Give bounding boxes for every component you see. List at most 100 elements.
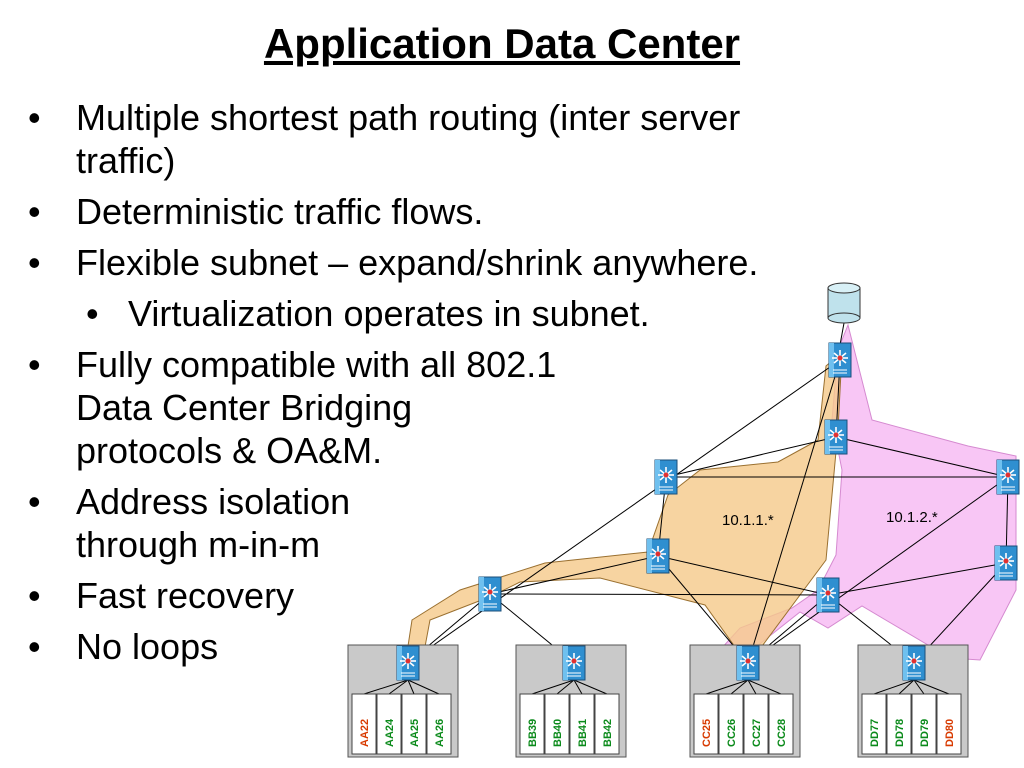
bullet-text: Fully compatible with all 802.1 bbox=[76, 344, 557, 385]
storage-cylinder-icon bbox=[827, 282, 861, 324]
server-label: DD78 bbox=[894, 719, 906, 747]
server-box bbox=[351, 693, 377, 755]
bullet-text: Deterministic traffic flows. bbox=[76, 191, 484, 232]
network-link bbox=[839, 322, 845, 346]
bullet-item: • Deterministic traffic flows. bbox=[28, 190, 928, 233]
server-label: CC28 bbox=[776, 719, 788, 747]
server-link bbox=[747, 679, 782, 695]
server-link bbox=[363, 679, 409, 695]
network-switch-icon bbox=[478, 576, 502, 612]
network-switch-icon bbox=[994, 545, 1018, 581]
server-box bbox=[426, 693, 452, 755]
bullet-text: Virtualization operates in subnet. bbox=[128, 293, 650, 334]
server-label: AA26 bbox=[434, 719, 446, 747]
bullet-marker: • bbox=[28, 344, 41, 385]
subnet-label-10-1-2: 10.1.2.* bbox=[886, 509, 938, 526]
server-label: BB41 bbox=[577, 719, 589, 747]
network-link bbox=[835, 436, 1009, 478]
server-box bbox=[519, 693, 545, 755]
network-switch-icon bbox=[828, 342, 852, 378]
server-box bbox=[544, 693, 570, 755]
server-box bbox=[861, 693, 887, 755]
bullet-marker: • bbox=[28, 97, 41, 138]
network-link bbox=[747, 476, 1009, 664]
bullet-text: protocols & OA&M. bbox=[76, 430, 383, 471]
network-switch-icon bbox=[562, 645, 586, 681]
server-link bbox=[873, 679, 915, 695]
bullet-text: Flexible subnet – expand/shrink anywhere… bbox=[76, 242, 759, 283]
server-label: DD77 bbox=[869, 719, 881, 747]
network-switch-icon bbox=[654, 459, 678, 495]
network-switch-icon bbox=[736, 645, 760, 681]
server-link bbox=[747, 679, 757, 695]
server-label: BB40 bbox=[552, 719, 564, 747]
server-box bbox=[376, 693, 402, 755]
bullet-text: Multiple shortest path routing (inter se… bbox=[76, 97, 741, 138]
network-link bbox=[407, 359, 841, 664]
server-link bbox=[898, 679, 915, 695]
network-link bbox=[489, 555, 659, 595]
bullet-item: • Multiple shortest path routing (inter s… bbox=[28, 96, 928, 182]
server-link bbox=[407, 679, 440, 695]
server-box bbox=[886, 693, 912, 755]
bullet-marker: • bbox=[28, 575, 41, 616]
bullet-text: through m-in-m bbox=[76, 524, 321, 565]
network-switch-icon bbox=[396, 645, 420, 681]
server-link bbox=[407, 679, 415, 695]
server-label: AA22 bbox=[359, 719, 371, 747]
bullet-text: Fast recovery bbox=[76, 575, 295, 616]
network-switch-icon bbox=[996, 459, 1020, 495]
server-link bbox=[388, 679, 409, 695]
bullet-item: •No loops bbox=[28, 625, 928, 668]
bullet-marker: • bbox=[28, 242, 41, 283]
server-link bbox=[556, 679, 575, 695]
bullet-text: traffic) bbox=[76, 140, 176, 181]
rack: BB39 BB40 BB41 BB42 bbox=[515, 644, 627, 758]
server-label: AA24 bbox=[384, 718, 396, 747]
server-label: AA25 bbox=[409, 719, 421, 747]
server-box bbox=[768, 693, 794, 755]
bullet-marker: • bbox=[28, 481, 41, 522]
server-label: CC25 bbox=[701, 719, 713, 747]
server-link bbox=[913, 679, 925, 695]
bullet-marker: • bbox=[86, 293, 99, 334]
server-label: BB42 bbox=[602, 719, 614, 747]
network-switch-icon bbox=[816, 577, 840, 613]
server-label: BB39 bbox=[527, 719, 539, 747]
network-link bbox=[489, 593, 829, 596]
server-box bbox=[401, 693, 427, 755]
server-box bbox=[936, 693, 962, 755]
network-switch-icon bbox=[646, 538, 670, 574]
subnet-label-10-1-1: 10.1.1.* bbox=[722, 512, 774, 529]
server-label: DD79 bbox=[919, 719, 931, 747]
bullet-text: Data Center Bridging bbox=[76, 387, 413, 428]
server-box bbox=[693, 693, 719, 755]
bullet-item: • Fast recovery bbox=[28, 574, 928, 617]
bullet-text: No loops bbox=[76, 626, 219, 667]
server-box bbox=[718, 693, 744, 755]
switches bbox=[396, 342, 1020, 681]
bullet-marker: • bbox=[28, 191, 41, 232]
server-box bbox=[743, 693, 769, 755]
network-link bbox=[747, 359, 841, 664]
server-box bbox=[594, 693, 620, 755]
server-label: DD80 bbox=[944, 719, 956, 747]
network-link bbox=[827, 562, 1007, 596]
network-switch-icon bbox=[824, 419, 848, 455]
server-link bbox=[705, 679, 749, 695]
server-link bbox=[531, 679, 575, 695]
slide-title: Application Data Center bbox=[263, 20, 741, 67]
bullet-list: • Multiple shortest path routing (inter s… bbox=[28, 96, 928, 676]
server-link bbox=[573, 679, 608, 695]
server-link bbox=[913, 679, 950, 695]
server-box bbox=[911, 693, 937, 755]
bullet-item: • Flexible subnet – expand/shrink anywher… bbox=[28, 241, 928, 284]
bullet-text: Address isolation bbox=[76, 481, 351, 522]
server-link bbox=[573, 679, 583, 695]
server-link bbox=[730, 679, 749, 695]
